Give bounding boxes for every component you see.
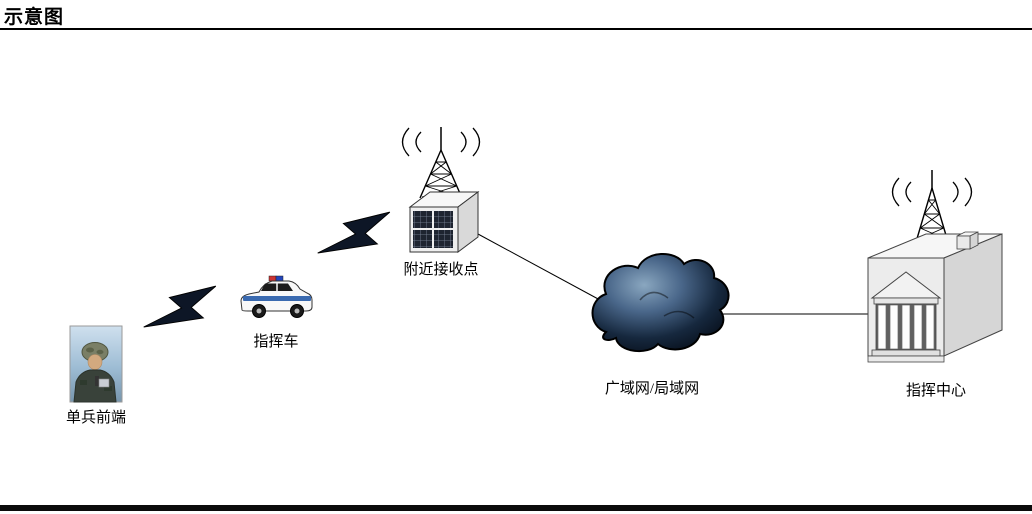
label-soldier-front-end: 单兵前端: [65, 410, 126, 426]
radio-waves-right-icon: [460, 127, 481, 157]
police-stripe: [243, 296, 311, 301]
handheld-mic: [95, 376, 99, 386]
helmet-camo-spot: [86, 347, 94, 353]
face: [87, 354, 103, 370]
handheld-device: [98, 378, 110, 388]
command-center-building-icon: [867, 170, 1003, 363]
roof-box-front: [956, 235, 971, 250]
cloud-body: [591, 252, 730, 353]
columns: [877, 304, 935, 350]
tower-legs: [915, 187, 949, 243]
cloud-texture: [639, 291, 695, 319]
lightning-bolt-icon: [142, 266, 226, 354]
link-line-receiver-to-network: [477, 233, 601, 301]
radio-waves-right-icon: [952, 177, 973, 207]
cabinet-vent-panels: [413, 211, 453, 248]
title-underline: [0, 28, 1032, 30]
rear-hub: [294, 308, 300, 314]
helmet-camo-spot: [96, 349, 104, 355]
label-nearby-receiver: 附近接收点: [403, 262, 479, 278]
uniform-camo-patch: [104, 386, 112, 391]
lightbar-blue: [275, 275, 284, 282]
radio-waves-left-icon: [891, 177, 912, 207]
lightbar-red: [268, 275, 277, 282]
page-title: 示意图: [4, 7, 65, 28]
entablature: [873, 297, 939, 305]
bottom-bar: [0, 505, 1032, 511]
cloud-icon: [591, 252, 730, 353]
label-command-vehicle: 指挥车: [253, 334, 299, 350]
uniform-camo-patch: [80, 380, 87, 385]
antenna-tower-icon: [401, 127, 481, 253]
radio-waves-left-icon: [401, 127, 422, 157]
label-command-center: 指挥中心: [905, 383, 966, 399]
steps-lower: [867, 355, 945, 363]
soldier-photo: [69, 325, 123, 403]
front-hub: [256, 308, 262, 314]
label-wan-lan: 广域网/局域网: [604, 381, 700, 397]
police-car-icon: [240, 275, 313, 318]
steps-upper: [871, 349, 941, 357]
